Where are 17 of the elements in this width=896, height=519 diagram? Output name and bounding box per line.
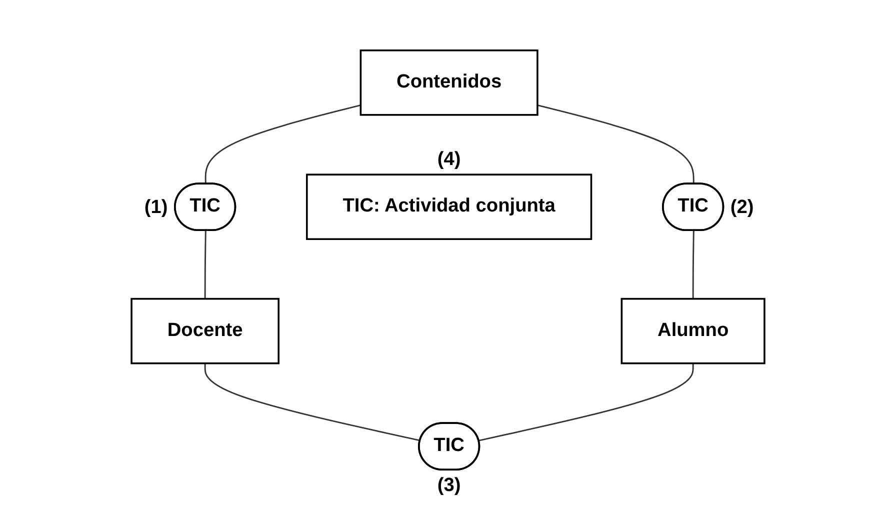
text-box: Contenidos — [360, 48, 538, 116]
ellipse-node: TIC — [418, 422, 480, 470]
ellipse-node: TIC — [662, 182, 724, 231]
callout-number: (4) — [437, 148, 461, 170]
connector-line — [204, 362, 421, 441]
callout-number: (2) — [730, 196, 754, 218]
connector-line — [478, 362, 694, 441]
connector-line — [537, 104, 694, 184]
text-box: Alumno — [620, 297, 766, 364]
text-box: TIC: Actividad conjunta — [306, 173, 592, 240]
connector-line — [204, 230, 206, 298]
text-box: Docente — [130, 297, 280, 364]
connector-line — [204, 104, 361, 184]
callout-number: (1) — [144, 196, 168, 218]
callout-number: (3) — [437, 474, 461, 496]
connector-line — [692, 230, 694, 298]
ellipse-node: TIC — [174, 182, 236, 231]
